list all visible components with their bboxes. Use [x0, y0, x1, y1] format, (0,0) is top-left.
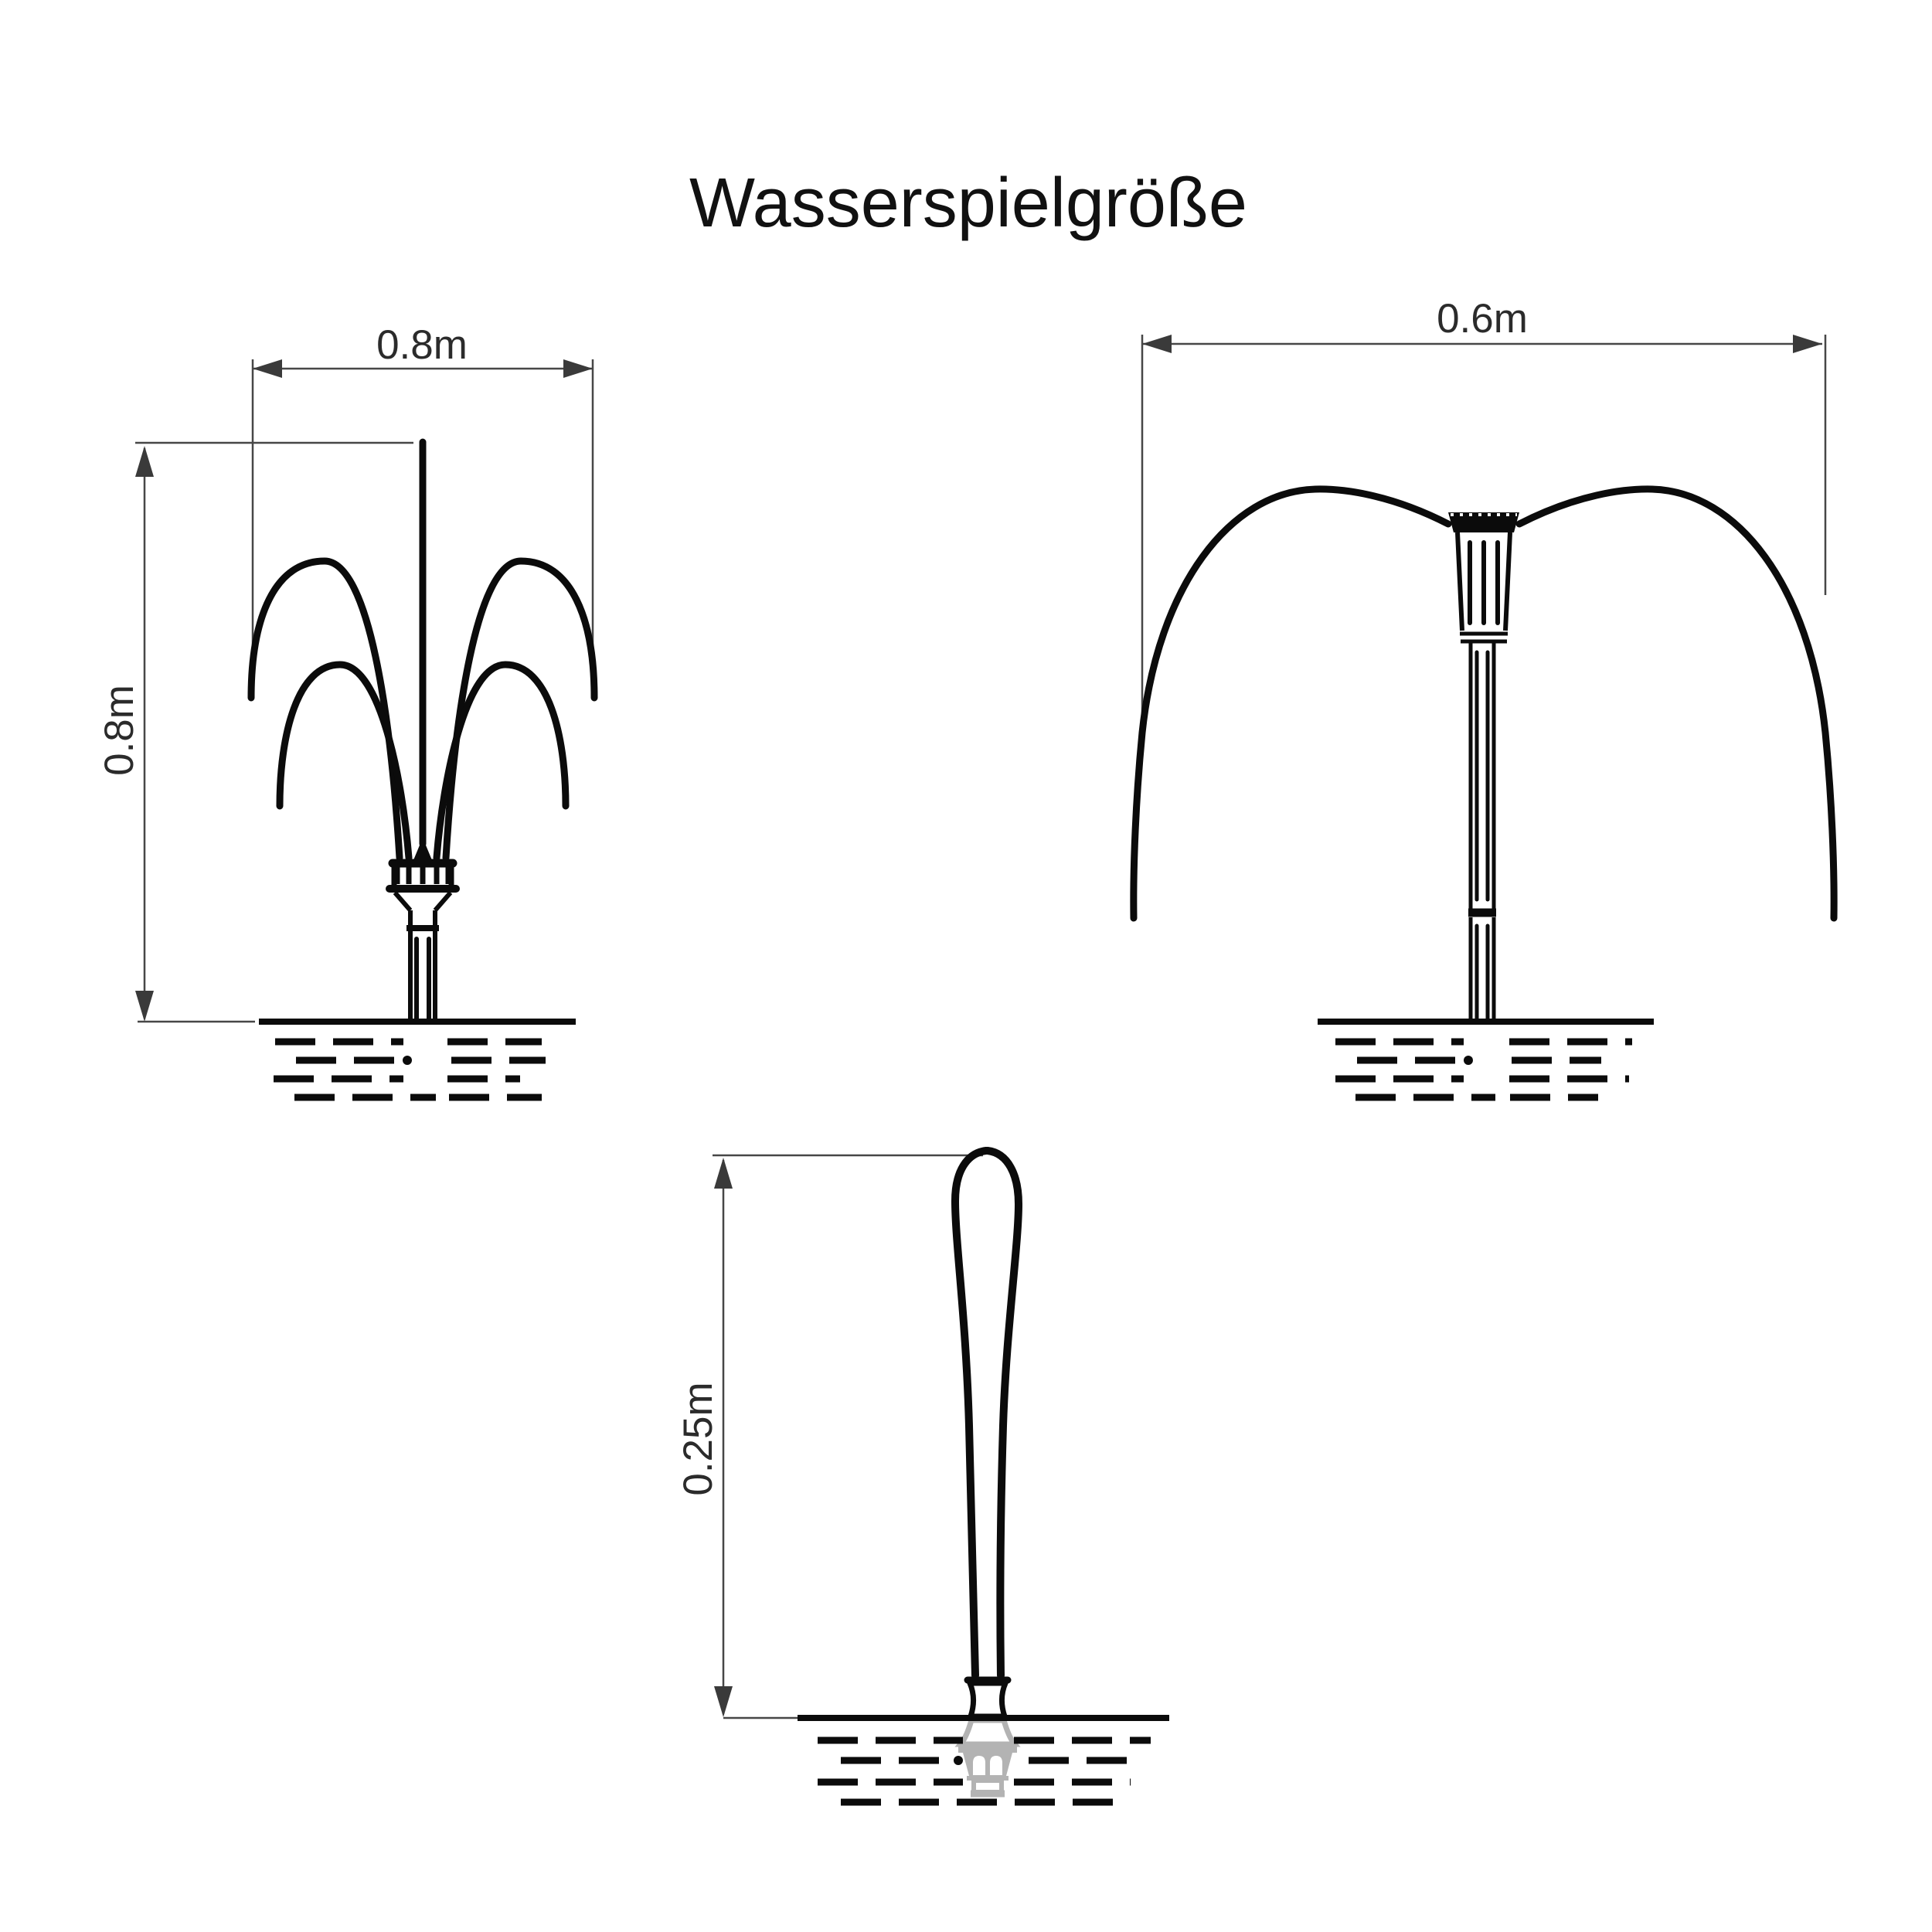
pond-water-surface: [723, 1715, 1169, 1806]
pond-water-surface: [138, 1019, 576, 1101]
water-ripples: [274, 1038, 546, 1101]
arrow-up-icon: [714, 1158, 733, 1189]
figure-single-jet-fountain: 0.25m: [675, 1147, 1169, 1806]
water-jets: [1130, 485, 1838, 922]
water-jet: [951, 1147, 1023, 1679]
height-dimension: 0.8m: [97, 441, 413, 1022]
arrow-right-icon: [1793, 335, 1822, 353]
riser-shaft: [408, 928, 437, 1024]
width-dimension-label: 0.8m: [376, 322, 468, 368]
page-title: Wasserspielgröße: [689, 165, 1247, 242]
figure-three-tier-fountain: 0.8m 0.8m: [97, 322, 598, 1101]
arrow-left-icon: [253, 359, 282, 378]
arrow-left-icon: [1142, 335, 1172, 353]
bell-arc-right: [1515, 485, 1838, 922]
pump-intake-left: [973, 1756, 985, 1775]
arrow-up-icon: [135, 446, 154, 477]
water-jets: [247, 438, 598, 862]
height-dimension-label: 0.8m: [97, 685, 142, 776]
width-dimension: 0.8m: [251, 322, 594, 693]
ripple-dot: [1464, 1056, 1473, 1065]
fountain-nozzle: [964, 1676, 1012, 1719]
height-dimension: 0.25m: [675, 1154, 983, 1717]
height-dimension-label: 0.25m: [675, 1382, 721, 1495]
pond-water-surface: [1318, 1019, 1654, 1101]
pump-collar: [954, 1717, 1021, 1747]
bell-arc-left: [1130, 485, 1452, 922]
inner-arc-right: [433, 661, 570, 862]
submerged-pump: [954, 1717, 1021, 1798]
ripple-dot: [403, 1056, 412, 1065]
arrow-right-icon: [563, 359, 593, 378]
water-ripples: [818, 1736, 1151, 1806]
pump-intake-right: [990, 1756, 1002, 1775]
width-dimension-label: 0.6m: [1437, 296, 1528, 342]
spray-cap: [1448, 512, 1519, 532]
inner-arc-left: [276, 661, 413, 862]
nozzle-tip: [413, 838, 432, 860]
ripple-dot: [954, 1756, 963, 1765]
water-ripples: [1335, 1038, 1632, 1101]
width-dimension: 0.6m: [1141, 296, 1827, 730]
jet-outline-left: [951, 1147, 990, 1679]
nozzle-neck: [393, 891, 453, 931]
crown-teeth: [391, 867, 454, 886]
nozzle-body: [1455, 532, 1512, 644]
jet-outline-right: [984, 1147, 1023, 1679]
arrow-down-icon: [714, 1686, 733, 1717]
fountain-nozzle: [386, 838, 460, 1024]
arrow-down-icon: [135, 991, 154, 1022]
nozzle-throat: [965, 1680, 1010, 1719]
figure-bell-spray-fountain: 0.6m: [1130, 296, 1838, 1101]
riser-column: [1468, 641, 1496, 1022]
fountain-nozzle: [1448, 512, 1519, 1022]
pump-body: [963, 1753, 1012, 1776]
